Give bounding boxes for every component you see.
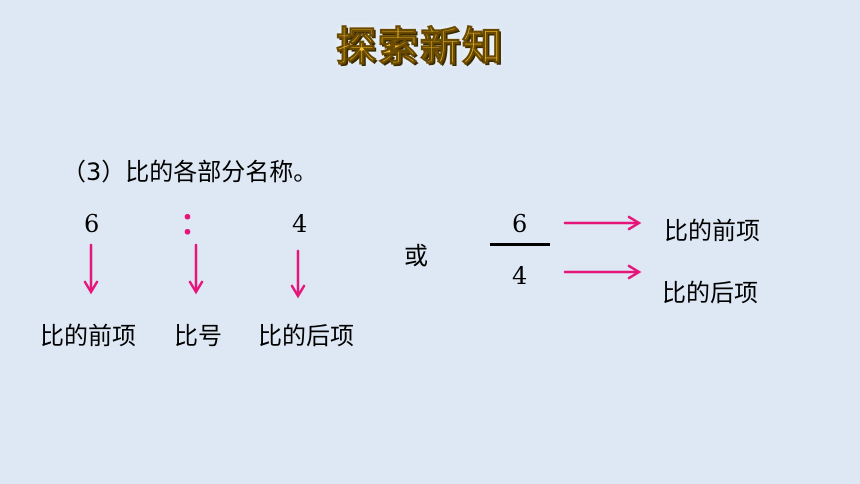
right-arrow-numerator	[563, 215, 642, 231]
or-text: 或	[404, 242, 428, 270]
numerator-label: 比的前项	[664, 217, 760, 245]
section-heading: （3）比的各部分名称。	[62, 158, 318, 186]
ratio-antecedent: 6	[84, 210, 100, 238]
page-title: 探索新知	[336, 24, 504, 71]
fraction-numerator: 6	[512, 210, 528, 238]
fraction-bar	[490, 243, 550, 246]
ratio-consequent: 4	[292, 210, 308, 238]
right-arrow-denominator	[563, 264, 642, 280]
down-arrow-consequent	[290, 249, 306, 299]
ratio-colon: ：	[180, 207, 210, 242]
antecedent-label: 比的前项	[40, 322, 136, 350]
consequent-label: 比的后项	[258, 322, 354, 350]
down-arrow-antecedent	[83, 243, 99, 295]
denominator-label: 比的后项	[662, 279, 758, 307]
ratio-sign-label: 比号	[174, 322, 222, 350]
fraction-denominator: 4	[512, 262, 528, 290]
down-arrow-colon	[188, 243, 204, 295]
